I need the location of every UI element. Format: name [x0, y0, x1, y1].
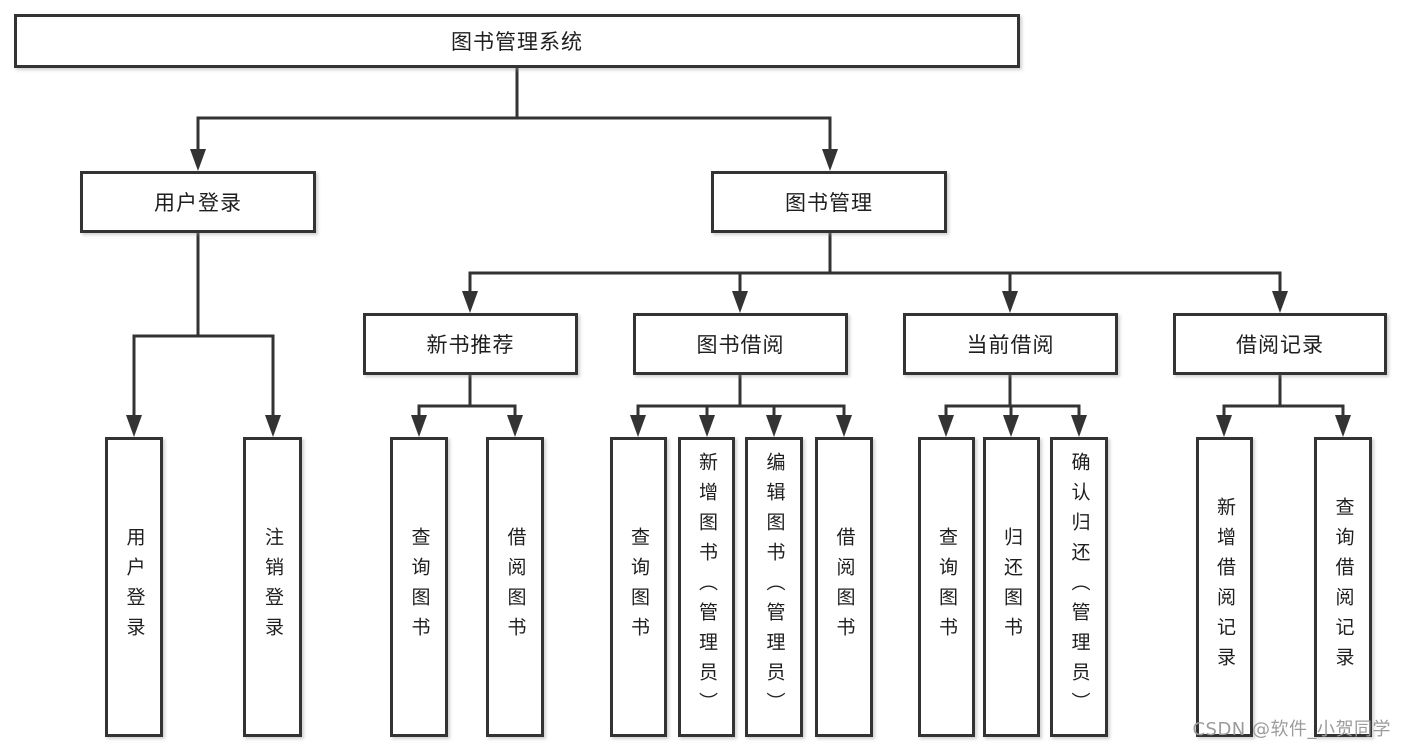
arrow-down-icon: [126, 415, 142, 437]
leaf-label: 注销登录: [262, 527, 284, 647]
arrow-down-icon: [1071, 415, 1087, 437]
arrow-down-icon: [1216, 415, 1232, 437]
node-label: 借阅记录: [1236, 333, 1324, 357]
leaf-query-books-borrow: 查询图书: [610, 437, 667, 737]
node-label: 用户登录: [154, 191, 242, 215]
arrow-down-icon: [822, 149, 838, 171]
arrow-down-icon: [1272, 291, 1288, 313]
leaf-query-books-current: 查询图书: [918, 437, 975, 737]
leaf-logout-login: 注销登录: [243, 437, 302, 737]
connector-bookborrow-to-leaves: [636, 375, 846, 417]
node-label: 图书借阅: [696, 333, 785, 357]
leaf-label: 借阅图书: [833, 527, 856, 647]
leaf-label: 查询图书: [936, 527, 958, 647]
node-label: 图书管理系统: [451, 30, 583, 54]
connector-borrowrecords-to-leaves: [1222, 375, 1345, 417]
leaf-query-borrow-record: 查询借阅记录: [1314, 437, 1372, 737]
node-user-login: 用户登录: [80, 171, 316, 233]
node-current-borrow: 当前借阅: [903, 313, 1118, 375]
arrow-down-icon: [265, 415, 281, 437]
leaf-query-books-recommend: 查询图书: [390, 437, 448, 737]
node-book-management: 图书管理: [711, 171, 947, 233]
leaf-edit-books-admin: 编辑图书（管理员）: [745, 437, 803, 737]
csdn-watermark: CSDN @软件_小贺同学: [1192, 719, 1391, 740]
leaf-label: 查询图书: [628, 527, 650, 647]
arrow-down-icon: [699, 415, 715, 437]
leaf-user-login: 用户登录: [105, 437, 163, 737]
leaf-label: 用户登录: [123, 527, 146, 647]
arrow-down-icon: [190, 149, 206, 171]
arrow-down-icon: [766, 415, 782, 437]
connector-bookmgmt-to-level3: [468, 233, 1282, 293]
node-borrow-records: 借阅记录: [1173, 313, 1387, 375]
arrow-down-icon: [732, 291, 748, 313]
leaf-confirm-return-admin: 确认归还（管理员）: [1050, 437, 1108, 737]
arrow-down-icon: [411, 415, 427, 437]
leaf-label: 查询图书: [408, 527, 431, 647]
leaf-label: 新增借阅记录: [1214, 497, 1236, 677]
arrow-down-icon: [462, 291, 478, 313]
node-new-book-recommend: 新书推荐: [363, 313, 578, 375]
arrow-down-icon: [630, 415, 646, 437]
node-label: 当前借阅: [966, 333, 1055, 357]
leaf-borrow-books-recommend: 借阅图书: [486, 437, 544, 737]
arrow-down-icon: [1335, 415, 1351, 437]
leaf-label: 查询借阅记录: [1332, 497, 1355, 677]
connector-newbook-to-leaves: [417, 375, 517, 417]
leaf-label: 归还图书: [1001, 527, 1023, 647]
leaf-borrow-books-borrow: 借阅图书: [815, 437, 873, 737]
node-label: 新书推荐: [426, 333, 515, 357]
arrow-down-icon: [507, 415, 523, 437]
node-label: 图书管理: [785, 191, 873, 215]
connector-userlogin-to-leaves: [132, 233, 275, 417]
connector-root-to-level2: [196, 68, 832, 151]
leaf-label: 新增图书（管理员）: [696, 452, 718, 722]
leaf-label: 借阅图书: [504, 527, 527, 647]
leaf-add-books-admin: 新增图书（管理员）: [678, 437, 735, 737]
leaf-label: 编辑图书（管理员）: [763, 452, 786, 722]
arrow-down-icon: [1003, 415, 1019, 437]
leaf-label: 确认归还（管理员）: [1068, 452, 1091, 722]
leaf-return-books: 归还图书: [983, 437, 1040, 737]
leaf-add-borrow-record: 新增借阅记录: [1196, 437, 1253, 737]
node-book-borrow: 图书借阅: [633, 313, 848, 375]
arrow-down-icon: [1002, 291, 1018, 313]
arrow-down-icon: [836, 415, 852, 437]
connector-currentborrow-to-leaves: [944, 375, 1081, 417]
node-library-management-system: 图书管理系统: [14, 14, 1020, 68]
arrow-down-icon: [938, 415, 954, 437]
